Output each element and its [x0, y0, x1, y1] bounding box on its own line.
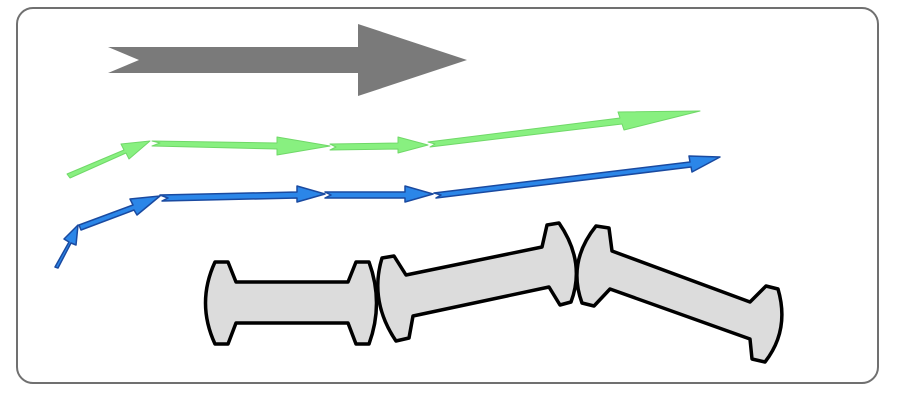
green-arrow-2 — [151, 136, 331, 156]
green-arrow-3 — [329, 136, 429, 154]
bone-chain — [203, 221, 784, 364]
block-arrow — [108, 24, 467, 96]
bone-3 — [575, 224, 784, 364]
blue-arrow-2 — [78, 195, 161, 231]
blue-arrow-chain — [54, 155, 721, 269]
blue-arrow-1 — [54, 224, 79, 269]
bone-2 — [376, 221, 579, 343]
blue-arrow-3 — [159, 185, 326, 203]
green-arrow-4 — [427, 110, 701, 148]
bone-1 — [203, 260, 379, 346]
green-arrow-1 — [66, 140, 151, 179]
blue-arrow-5 — [433, 155, 721, 199]
green-arrow-chain — [66, 110, 701, 179]
blue-arrow-4 — [324, 185, 434, 203]
